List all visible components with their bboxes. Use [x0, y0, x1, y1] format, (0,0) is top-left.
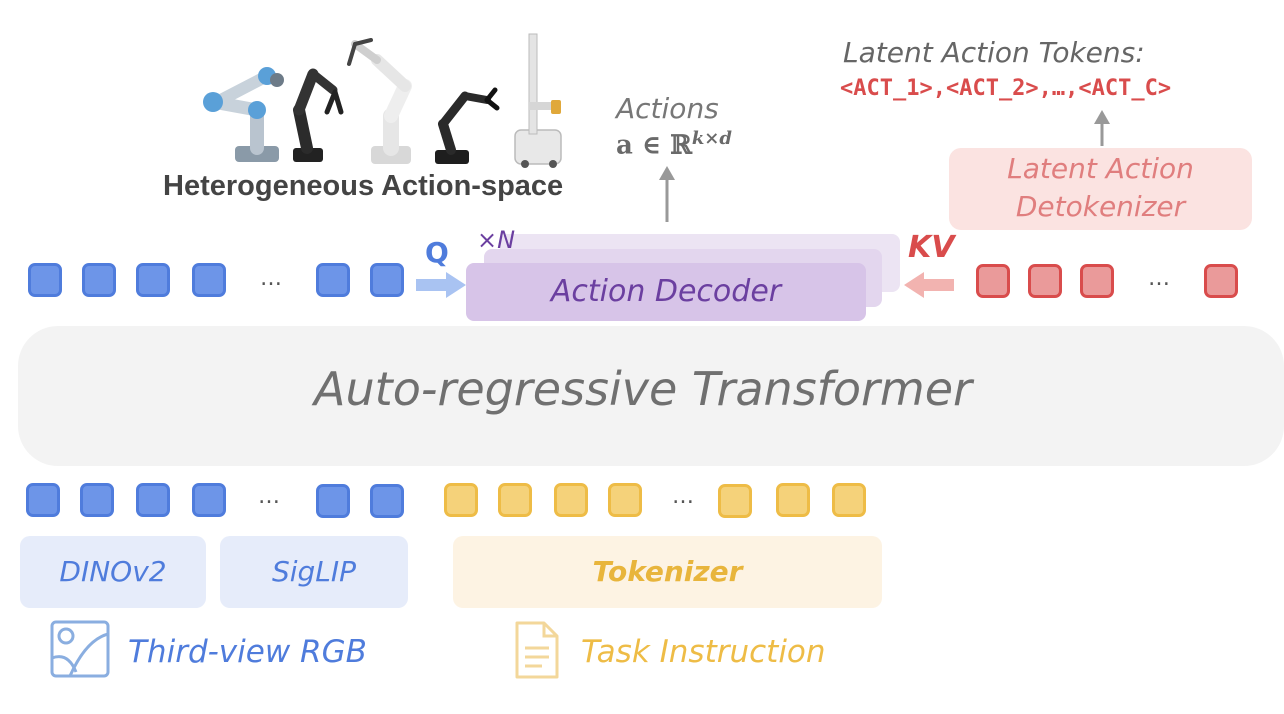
actions-math-sup: k×d: [691, 128, 732, 149]
token-blue: [136, 263, 170, 297]
token-yellow: [444, 483, 478, 517]
token-yellow: [832, 483, 866, 517]
dinov2-label: DINOv2: [59, 555, 167, 588]
transformer-label: Auto-regressive Transformer: [314, 362, 972, 416]
token-blue: [370, 484, 404, 518]
token-yellow: [718, 484, 752, 518]
token-blue: [192, 483, 226, 517]
siglip-encoder-box: [220, 536, 408, 608]
detokenizer-line2: Detokenizer: [1015, 190, 1186, 223]
actions-math: a ∈ ℝk×d: [616, 128, 732, 161]
detokenizer-label: Latent Action Detokenizer: [949, 150, 1252, 226]
token-red: [976, 264, 1010, 298]
siglip-label: SigLIP: [271, 555, 357, 588]
actions-math-base: a ∈ ℝ: [616, 130, 692, 161]
token-red: [1028, 264, 1062, 298]
action-decoder-label: Action Decoder: [550, 274, 782, 309]
token-blue: [80, 483, 114, 517]
token-ellipsis: …: [672, 484, 695, 509]
token-blue: [82, 263, 116, 297]
actions-up-arrow: [659, 166, 675, 222]
latent-tokens-title: Latent Action Tokens:: [843, 36, 1145, 69]
document-icon: [515, 621, 559, 679]
robot-arm-ur: [203, 67, 284, 162]
token-ellipsis: …: [258, 484, 281, 509]
robot-arm-black: [435, 87, 500, 164]
latent-tokens-list: <ACT_1>,<ACT_2>,…,<ACT_C>: [840, 76, 1172, 101]
token-yellow: [608, 483, 642, 517]
tokenizer-box: [453, 536, 882, 608]
tokenizer-label: Tokenizer: [592, 555, 743, 588]
decoder-stack-front: [466, 263, 866, 321]
token-blue: [136, 483, 170, 517]
kv-arrow: [904, 272, 954, 298]
dinov2-encoder-box: [20, 536, 206, 608]
detokenizer-box: [949, 148, 1252, 230]
robot-arms-image: [203, 33, 562, 168]
xn-label: ×N: [477, 226, 516, 254]
robot-arm-franka: [347, 38, 412, 164]
robot-arm-dark: [293, 68, 344, 162]
transformer-block: [18, 326, 1284, 466]
token-ellipsis: …: [1148, 266, 1171, 291]
token-blue: [370, 263, 404, 297]
detokenizer-up-arrow: [1094, 110, 1110, 146]
robots-title: Heterogeneous Action-space: [163, 170, 564, 202]
token-blue: [26, 483, 60, 517]
token-blue: [192, 263, 226, 297]
token-yellow: [498, 483, 532, 517]
token-yellow: [776, 483, 810, 517]
task-instruction-label: Task Instruction: [581, 634, 826, 670]
token-ellipsis: …: [260, 266, 283, 291]
image-icon: [50, 620, 110, 678]
third-view-rgb-label: Third-view RGB: [128, 634, 367, 670]
token-yellow: [554, 483, 588, 517]
robot-mobile: [514, 33, 562, 168]
kv-label: KV: [908, 230, 955, 265]
token-red: [1204, 264, 1238, 298]
q-label: Q: [425, 236, 449, 269]
actions-label: Actions: [616, 92, 719, 125]
token-blue: [316, 263, 350, 297]
token-red: [1080, 264, 1114, 298]
q-arrow: [416, 272, 466, 298]
token-blue: [28, 263, 62, 297]
token-blue: [316, 484, 350, 518]
detokenizer-line1: Latent Action: [1007, 152, 1194, 185]
